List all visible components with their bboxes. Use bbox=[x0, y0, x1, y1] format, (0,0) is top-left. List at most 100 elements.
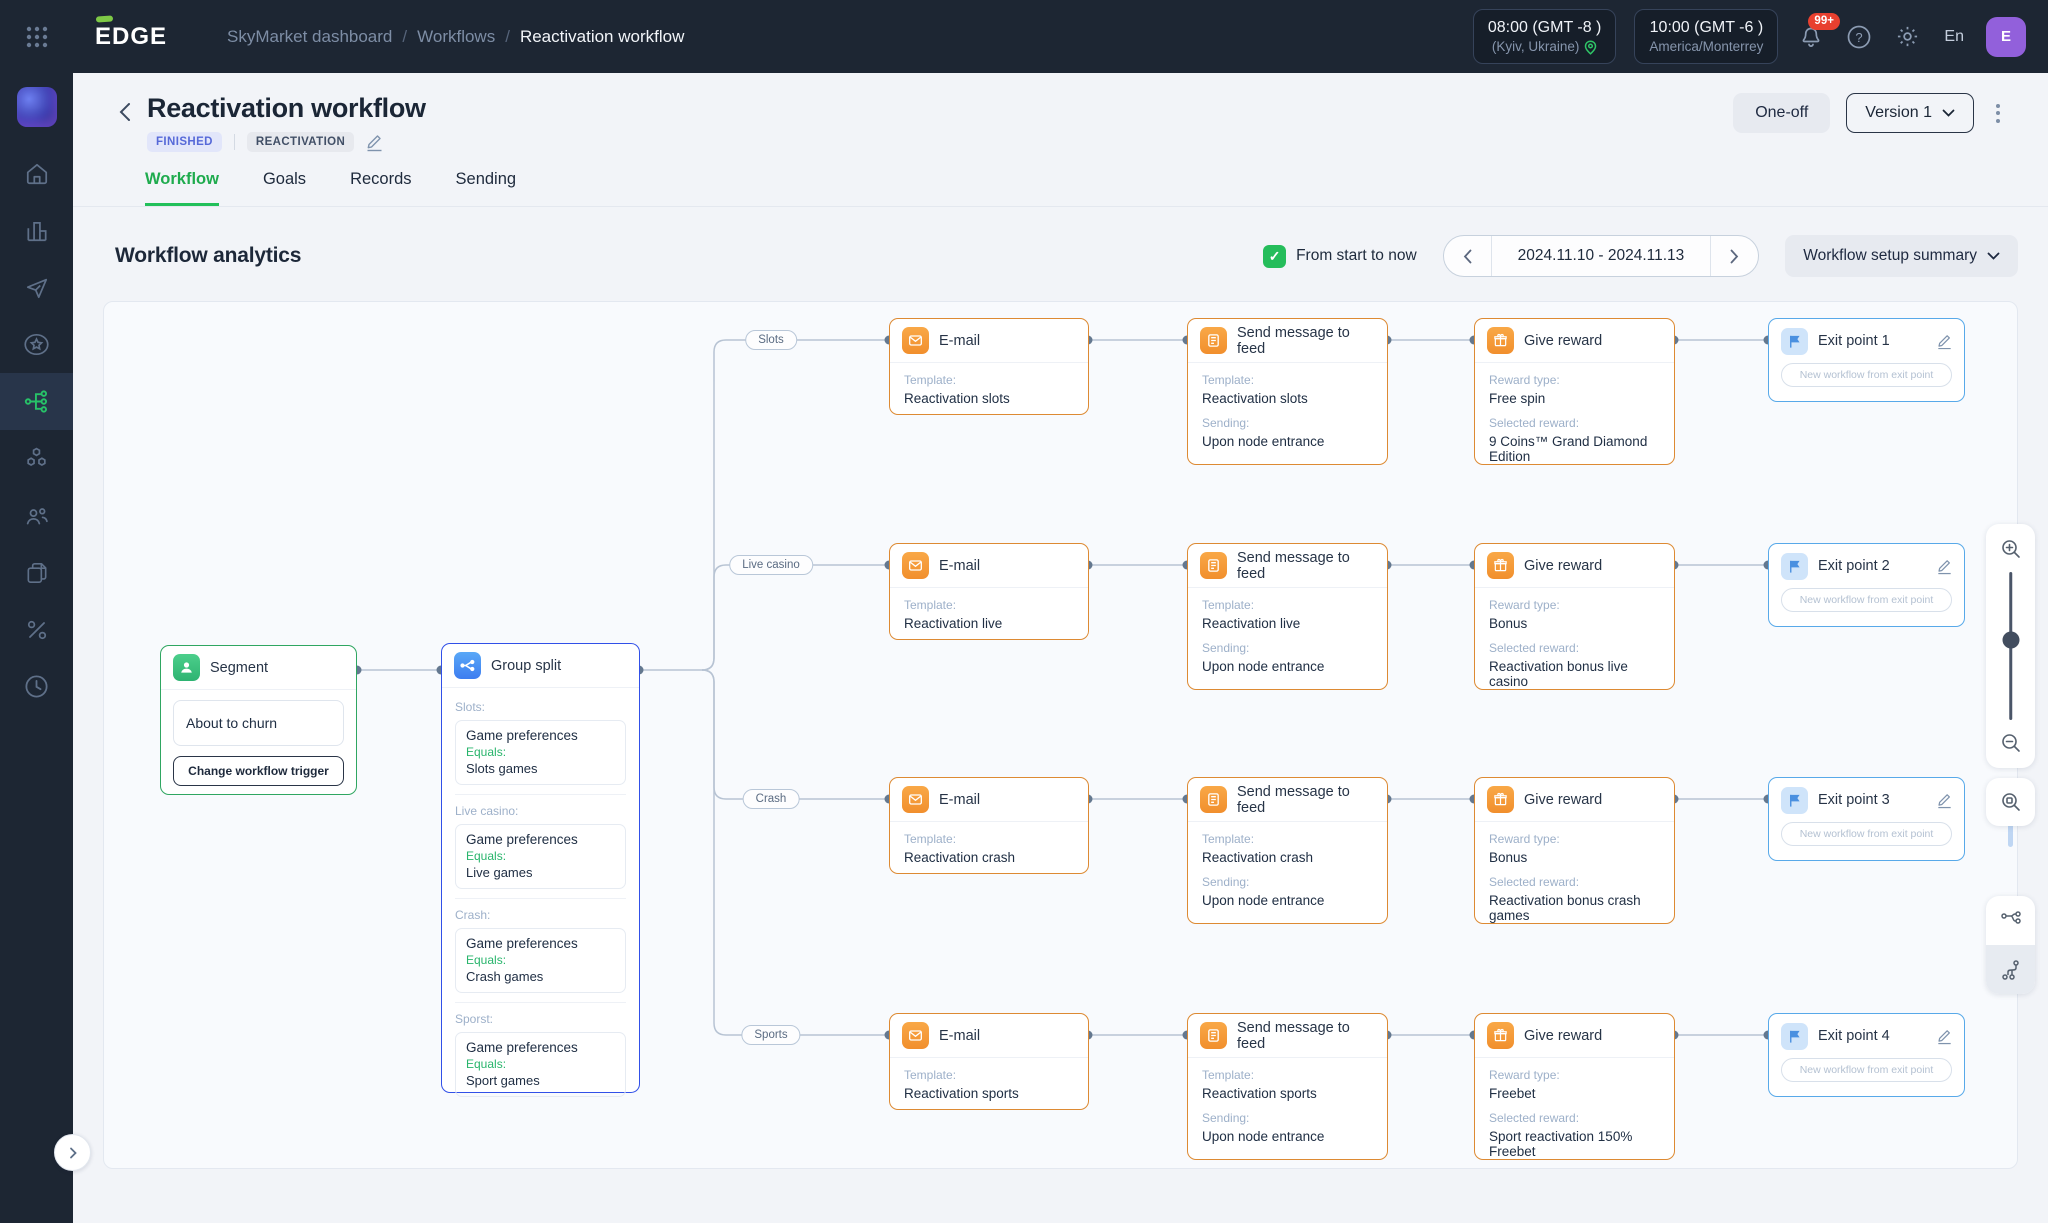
date-range-value[interactable]: 2024.11.10 - 2024.11.13 bbox=[1492, 236, 1711, 276]
send-icon bbox=[24, 275, 50, 301]
back-button[interactable] bbox=[117, 101, 133, 128]
branch-label-sports: Sports bbox=[741, 1025, 800, 1045]
sidebar-item-modules[interactable] bbox=[0, 430, 73, 487]
zoom-in-icon[interactable] bbox=[1996, 534, 2026, 564]
email-icon bbox=[902, 786, 929, 813]
zoom-out-icon[interactable] bbox=[1996, 728, 2026, 758]
exit-point-node[interactable]: Exit point 1 New workflow from exit poin… bbox=[1768, 318, 1965, 402]
clock-monterrey[interactable]: 10:00 (GMT -6 ) America/Monterrey bbox=[1634, 9, 1778, 65]
sidebar-expand-button[interactable] bbox=[54, 1134, 91, 1171]
tab-sending[interactable]: Sending bbox=[456, 170, 517, 206]
reward-node[interactable]: Give reward Reward type: Bonus Selected … bbox=[1474, 777, 1675, 924]
version-dropdown[interactable]: Version 1 bbox=[1846, 93, 1974, 133]
edit-exit-point-button[interactable] bbox=[1937, 1028, 1952, 1045]
user-avatar[interactable]: E bbox=[1986, 17, 2026, 57]
chevron-down-icon bbox=[1987, 252, 2000, 260]
email-node[interactable]: E-mail Template: Reactivation live bbox=[889, 543, 1089, 640]
vertical-layout-button[interactable] bbox=[1986, 945, 2035, 994]
sidebar-item-audience[interactable] bbox=[0, 487, 73, 544]
tab-records[interactable]: Records bbox=[350, 170, 411, 206]
breadcrumb: SkyMarket dashboard / Workflows / Reacti… bbox=[227, 27, 684, 47]
feed-node[interactable]: Send message to feed Template: Reactivat… bbox=[1187, 543, 1388, 690]
change-workflow-trigger-button[interactable]: Change workflow trigger bbox=[173, 756, 344, 786]
sidebar-item-workflows[interactable] bbox=[0, 373, 73, 430]
sidebar-item-analytics[interactable] bbox=[0, 202, 73, 259]
sidebar-item-home[interactable] bbox=[0, 145, 73, 202]
feed-node[interactable]: Send message to feed Template: Reactivat… bbox=[1187, 1013, 1388, 1160]
reward-node[interactable]: Give reward Reward type: Freebet Selecte… bbox=[1474, 1013, 1675, 1160]
help-icon[interactable]: ? bbox=[1844, 22, 1874, 52]
tab-workflow[interactable]: Workflow bbox=[145, 170, 219, 206]
feed-node[interactable]: Send message to feed Template: Reactivat… bbox=[1187, 777, 1388, 924]
percent-icon bbox=[24, 617, 50, 643]
breadcrumb-dashboard[interactable]: SkyMarket dashboard bbox=[227, 27, 392, 47]
checkbox-check-icon[interactable]: ✓ bbox=[1263, 245, 1286, 268]
edit-exit-point-button[interactable] bbox=[1937, 792, 1952, 809]
horizontal-layout-button[interactable] bbox=[1986, 896, 2035, 945]
breadcrumb-workflows[interactable]: Workflows bbox=[417, 27, 495, 47]
new-workflow-from-exit-button[interactable]: New workflow from exit point bbox=[1781, 588, 1952, 612]
exit-flag-icon bbox=[1781, 553, 1808, 580]
zoom-slider-knob[interactable] bbox=[2002, 632, 2019, 649]
segment-icon bbox=[173, 654, 200, 681]
badge-divider bbox=[234, 134, 235, 150]
top-header: EDGE SkyMarket dashboard / Workflows / R… bbox=[0, 0, 2048, 73]
svg-text:?: ? bbox=[1856, 30, 1863, 45]
workflow-setup-summary-button[interactable]: Workflow setup summary bbox=[1785, 235, 2018, 277]
apps-grid-icon[interactable] bbox=[0, 26, 73, 48]
new-workflow-from-exit-button[interactable]: New workflow from exit point bbox=[1781, 1058, 1952, 1082]
settings-gear-icon[interactable] bbox=[1892, 22, 1922, 52]
date-next-button[interactable] bbox=[1710, 236, 1758, 276]
notifications-bell-icon[interactable]: 99+ bbox=[1796, 22, 1826, 52]
exit-flag-icon bbox=[1781, 1023, 1808, 1050]
reward-node[interactable]: Give reward Reward type: Free spin Selec… bbox=[1474, 318, 1675, 465]
email-node[interactable]: E-mail Template: Reactivation crash bbox=[889, 777, 1089, 874]
from-start-checkbox[interactable]: ✓ From start to now bbox=[1263, 245, 1417, 268]
edge-logo[interactable]: EDGE bbox=[95, 23, 167, 51]
language-switcher[interactable]: En bbox=[1944, 28, 1964, 46]
edit-exit-point-button[interactable] bbox=[1937, 558, 1952, 575]
workflow-header-section: Reactivation workflow FINISHED REACTIVAT… bbox=[73, 73, 2048, 207]
workflow-canvas[interactable]: Segment About to churn Change workflow t… bbox=[103, 301, 2018, 1169]
exit-point-node[interactable]: Exit point 2 New workflow from exit poin… bbox=[1768, 543, 1965, 627]
feed-node[interactable]: Send message to feed Template: Reactivat… bbox=[1187, 318, 1388, 465]
clock-kyiv[interactable]: 08:00 (GMT -8 ) (Kyiv, Ukraine) bbox=[1473, 9, 1617, 65]
workflow-tabs: Workflow Goals Records Sending bbox=[145, 170, 2018, 206]
new-workflow-from-exit-button[interactable]: New workflow from exit point bbox=[1781, 822, 1952, 846]
page-title: Reactivation workflow bbox=[147, 93, 426, 124]
sidebar-item-promotions[interactable] bbox=[0, 601, 73, 658]
email-node[interactable]: E-mail Template: Reactivation slots bbox=[889, 318, 1089, 415]
audience-icon bbox=[23, 502, 51, 530]
exit-point-node[interactable]: Exit point 3 New workflow from exit poin… bbox=[1768, 777, 1965, 861]
split-condition: Slots: Game preferences Equals: Slots ga… bbox=[455, 700, 626, 785]
edit-tags-button[interactable] bbox=[366, 133, 383, 152]
one-off-button[interactable]: One-off bbox=[1733, 93, 1830, 133]
checkbox-label: From start to now bbox=[1296, 247, 1417, 265]
date-prev-button[interactable] bbox=[1444, 236, 1492, 276]
sidebar-item-templates[interactable] bbox=[0, 544, 73, 601]
sidebar-item-loyalty[interactable] bbox=[0, 316, 73, 373]
node-title: Group split bbox=[491, 658, 561, 674]
split-condition: Crash: Game preferences Equals: Crash ga… bbox=[455, 898, 626, 993]
reward-node[interactable]: Give reward Reward type: Bonus Selected … bbox=[1474, 543, 1675, 690]
exit-point-node[interactable]: Exit point 4 New workflow from exit poin… bbox=[1768, 1013, 1965, 1097]
home-icon bbox=[24, 161, 50, 187]
zoom-slider[interactable] bbox=[1986, 572, 2035, 720]
gift-icon bbox=[1487, 1022, 1514, 1049]
fit-to-screen-button[interactable] bbox=[1986, 778, 2035, 826]
pencil-icon bbox=[1937, 792, 1952, 809]
email-node[interactable]: E-mail Template: Reactivation sports bbox=[889, 1013, 1089, 1110]
group-split-node[interactable]: Group split Slots: Game preferences Equa… bbox=[441, 643, 640, 1093]
more-actions-menu[interactable] bbox=[1990, 98, 2006, 129]
new-workflow-from-exit-button[interactable]: New workflow from exit point bbox=[1781, 363, 1952, 387]
sidebar-item-history[interactable] bbox=[0, 658, 73, 715]
tab-goals[interactable]: Goals bbox=[263, 170, 306, 206]
sidebar-item-campaigns[interactable] bbox=[0, 259, 73, 316]
exit-flag-icon bbox=[1781, 787, 1808, 814]
star-icon bbox=[23, 331, 50, 358]
segment-node[interactable]: Segment About to churn Change workflow t… bbox=[160, 645, 357, 795]
edit-exit-point-button[interactable] bbox=[1937, 333, 1952, 350]
workspace-avatar[interactable] bbox=[17, 87, 57, 127]
copy-icon bbox=[24, 560, 50, 586]
segment-value-box[interactable]: About to churn bbox=[173, 700, 344, 746]
